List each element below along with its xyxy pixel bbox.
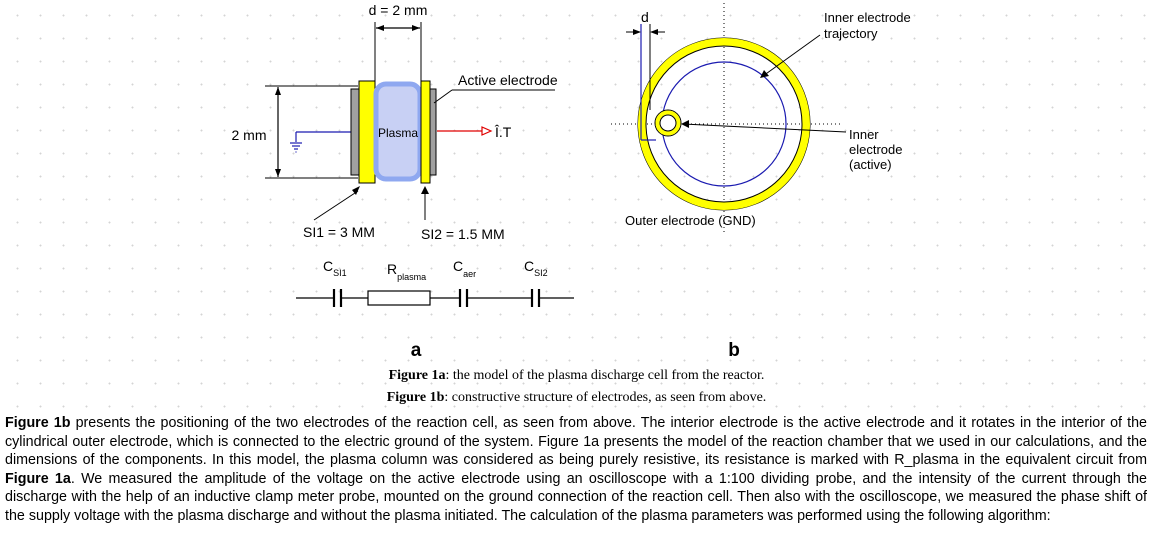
dim-d-label: d = 2 mm <box>369 2 428 18</box>
background-dot-grid <box>0 0 1153 410</box>
para-text-2: . We measured the amplitude of the volta… <box>5 470 1148 524</box>
plasma-label: Plasma <box>378 126 418 140</box>
trajectory-label-line1: Inner electrode <box>824 10 911 25</box>
para-mid-bold: Figure 1a <box>5 470 71 487</box>
c-si2-label: CSI2 <box>524 258 548 278</box>
trajectory-arrow-icon <box>760 70 769 78</box>
outer-electrode-label: Outer electrode (GND) <box>625 213 756 228</box>
r-plasma-label: Rplasma <box>387 261 426 282</box>
output-arrow-icon <box>481 126 493 136</box>
active-electrode-label: Active electrode <box>458 72 558 88</box>
output-label: Î.T <box>494 124 512 140</box>
capacitor-aer-icon <box>458 289 469 307</box>
caption-1a-text: : the model of the plasma discharge cell… <box>445 368 765 383</box>
caption-1b-bold: Figure 1b <box>386 390 445 405</box>
si2-label: SI2 = 1.5 MM <box>421 226 505 242</box>
dim-d-arrowhead-right <box>412 25 420 31</box>
equivalent-circuit: CSI1 Rplasma Caer CSI2 <box>296 258 574 307</box>
si2-arrow-icon <box>421 186 429 194</box>
caption-figure-1a: Figure 1a: the model of the plasma disch… <box>0 368 1153 384</box>
si1-arrow-icon <box>352 186 360 195</box>
left-electrode <box>358 80 376 184</box>
figure-1a: d = 2 mm 2 mm Plasma Active electrode Î.… <box>232 2 574 361</box>
d-label: d <box>641 9 649 25</box>
d-arrowhead-left <box>633 29 641 35</box>
caption-figure-1b: Figure 1b: constructive structure of ele… <box>0 390 1153 406</box>
dim-d-arrowhead-left <box>376 25 384 31</box>
c-si1-label: CSI1 <box>323 258 347 278</box>
inner-label-line3: (active) <box>849 157 892 172</box>
inner-electrode <box>654 109 682 137</box>
si1-leader <box>313 190 359 221</box>
left-insulator <box>350 88 360 176</box>
right-electrode <box>420 80 431 184</box>
right-insulator <box>429 88 437 176</box>
c-aer-label: Caer <box>453 258 476 279</box>
outer-electrode-ring-inner-edge <box>645 45 803 203</box>
trajectory-leader <box>762 34 821 77</box>
inner-electrode-leader <box>682 123 847 133</box>
inner-electrode-core <box>659 114 677 132</box>
dim-height-label: 2 mm <box>232 127 267 143</box>
panel-letter-a: a <box>411 340 422 361</box>
outer-electrode-ring-yellow <box>638 38 810 210</box>
trajectory-label-line2: trajectory <box>824 26 878 41</box>
d-arrowhead-right <box>650 29 658 35</box>
resistor-plasma-icon <box>367 290 431 306</box>
plasma-region <box>373 81 423 182</box>
panel-letter-b: b <box>728 340 740 361</box>
active-electrode-leader-diag <box>433 89 453 104</box>
para-lead-bold: Figure 1b <box>5 415 71 431</box>
inner-electrode-yellow <box>655 110 681 136</box>
caption-1b-text: : constructive structure of electrodes, … <box>444 390 767 405</box>
si1-label: SI1 = 3 MM <box>303 224 375 240</box>
ground-icon <box>290 142 302 153</box>
body-paragraph: Figure 1b presents the positioning of th… <box>5 414 1147 526</box>
capacitor-si2-icon <box>530 289 541 307</box>
para-text-1: presents the positioning of the two elec… <box>5 415 1147 469</box>
inner-label-line1: Inner <box>849 127 879 142</box>
dim-height-arrowhead-top <box>275 87 281 95</box>
caption-1a-bold: Figure 1a <box>388 368 446 383</box>
inner-label-line2: electrode <box>849 142 902 157</box>
capacitor-si1-icon <box>332 289 343 307</box>
figure-1b: d Inner electrode trajectory Inner elect… <box>611 3 911 361</box>
inner-electrode-arrow-icon <box>681 120 689 128</box>
dim-height-arrowhead-bottom <box>275 169 281 177</box>
